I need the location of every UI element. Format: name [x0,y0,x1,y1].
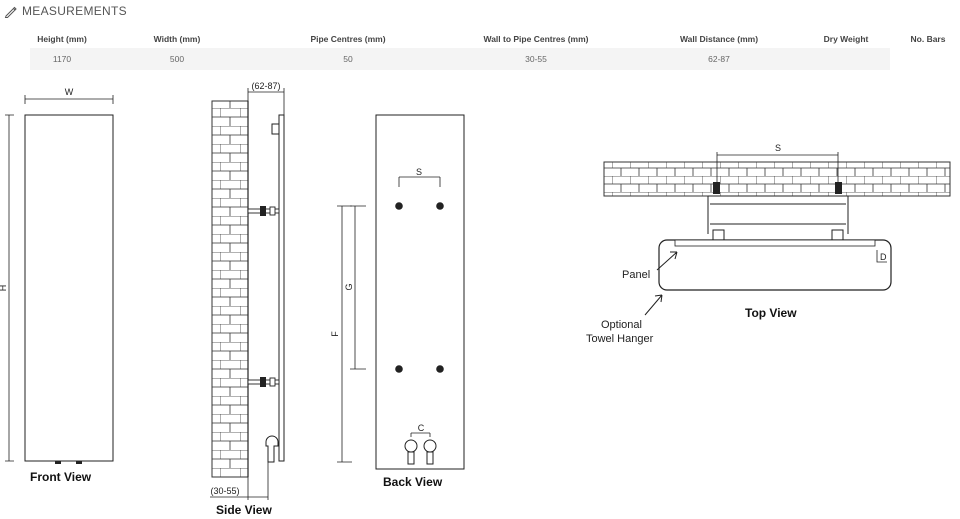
top-bracket-spacing-dimension [716,152,839,182]
measurements-table: Height (mm) Width (mm) Pipe Centres (mm)… [30,30,960,70]
bracket-spacing-label: S [416,167,422,177]
table-row: 1170 500 50 30-55 62-87 [30,48,960,70]
side-view-title: Side View [216,503,272,517]
front-view: W H Front View [0,87,114,484]
bracket-spacing-dimension [398,176,441,187]
cell-width: 500 [94,48,260,70]
back-view-title: Back View [383,475,443,489]
pipe-centres-label: C [418,423,425,433]
lower-wall-bracket [247,377,280,387]
g-label: G [344,283,354,290]
back-panel [375,114,465,470]
header-height: Height (mm) [37,34,87,44]
towel-hanger-arrow [644,294,663,316]
width-dimension [24,95,114,104]
top-radiator-body [658,239,892,291]
table-header-row: Height (mm) Width (mm) Pipe Centres (mm)… [30,30,960,48]
bottom-distance-dimension [210,462,269,500]
header-width: Width (mm) [153,34,201,44]
height-label: H [0,285,8,292]
top-wall-brackets [707,195,849,234]
front-valve-right [76,461,82,464]
top-distance-label: (62-87) [251,81,280,91]
top-view: S D Panel Optional Towel Hanger Top View [586,143,951,345]
cell-dry-weight [802,48,890,70]
wall-anchors [713,182,842,194]
bottom-distance-label: (30-55) [210,486,239,496]
top-depth-dimension [876,250,887,263]
header-pipe-centres: Pipe Centres (mm) [310,34,386,44]
upper-wall-bracket [247,206,280,216]
cell-height: 1170 [30,48,94,70]
top-bracket [271,123,280,135]
top-distance-dimension [247,88,285,115]
width-label: W [65,87,74,97]
front-panel [24,114,114,462]
side-radiator [278,114,285,462]
cell-pipe-centres: 50 [260,48,436,70]
panel-label: Panel [622,269,650,281]
cell-wall-distance: 62-87 [636,48,802,70]
pipe-centres-dimension [410,432,431,437]
upper-mount-points [395,202,444,210]
top-bracket-spacing-label: S [775,143,781,153]
header-no-bars: No. Bars [910,34,946,44]
ruler-pencil-icon [4,6,17,18]
top-view-title: Top View [745,306,797,320]
top-brick-wall [603,161,951,197]
section-title: MEASUREMENTS [22,4,127,18]
f-label: F [330,331,340,337]
f-dimension [337,205,352,463]
optional-label: Optional [601,319,642,331]
front-valve-left [55,461,61,464]
back-view: S G F C Back View [330,114,465,489]
top-depth-label: D [880,252,887,262]
brick-wall [211,100,249,478]
pipe-connectors [404,439,437,465]
side-pipe-connector [265,435,279,463]
height-dimension [5,114,14,462]
g-dimension [350,205,366,370]
panel-arrow [656,251,678,271]
top-panel-face [674,239,876,247]
header-wall-distance: Wall Distance (mm) [679,34,759,44]
lower-mount-points [395,365,444,373]
header-wall-to-pipe-centres: Wall to Pipe Centres (mm) [483,34,589,44]
header-dry-weight: Dry Weight [823,34,869,44]
cell-no-bars [890,48,960,70]
side-view: (62-87) (30-55) Side View [210,81,285,517]
front-view-title: Front View [30,470,92,484]
measurements-header: MEASUREMENTS [4,2,127,20]
towel-hanger-label: Towel Hanger [586,333,654,345]
cell-wall-to-pipe-centres: 30-55 [436,48,636,70]
